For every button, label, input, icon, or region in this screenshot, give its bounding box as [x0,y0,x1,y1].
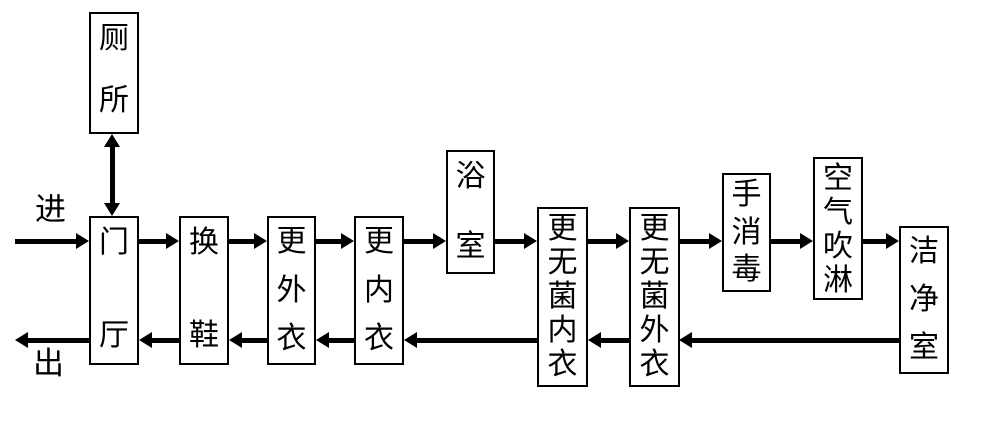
enter-label: 进 [35,192,66,227]
node-change-sterile-outer-clothes: 更无菌外衣 [629,207,680,387]
arrow-bathroom-to-sterile-inner [495,233,537,249]
node-change-outer-clothes: 更外衣 [267,216,316,365]
arrow-hand-to-air-shower [771,233,813,249]
node-toilet: 厕所 [89,12,139,134]
arrow-shoes-to-outer [229,233,267,249]
arrow-toilet-hall-bidirectional [104,134,120,216]
arrow-clean-room-to-sterile-outer [679,332,899,348]
arrow-sterile-inner-to-inner [404,332,537,348]
arrow-hall-to-exit [15,332,89,348]
node-change-inner-clothes: 更内衣 [354,216,404,365]
exit-label: 出 [33,346,64,381]
arrow-air-shower-to-clean-room [863,233,899,249]
arrow-inner-to-outer [316,332,354,348]
arrow-outer-to-inner [316,233,354,249]
arrow-shoes-to-hall [139,332,179,348]
node-entrance-hall: 门厅 [89,216,139,365]
arrow-enter-to-hall [15,233,89,249]
node-air-shower: 空气吹淋 [813,157,863,300]
node-clean-room: 洁净室 [899,226,949,374]
node-bathroom: 浴室 [446,150,495,274]
arrow-outer-to-shoes [229,332,267,348]
arrow-sterile-outer-to-sterile-inner [588,332,629,348]
arrow-inner-to-bathroom [404,233,446,249]
arrow-sterile-inner-to-sterile-outer [588,233,629,249]
node-hand-disinfection: 手消毒 [722,173,771,292]
arrow-sterile-outer-to-hand [680,233,722,249]
arrow-hall-to-shoes [139,233,179,249]
node-change-shoes: 换鞋 [179,216,229,365]
node-change-sterile-inner-clothes: 更无菌内衣 [537,207,588,387]
